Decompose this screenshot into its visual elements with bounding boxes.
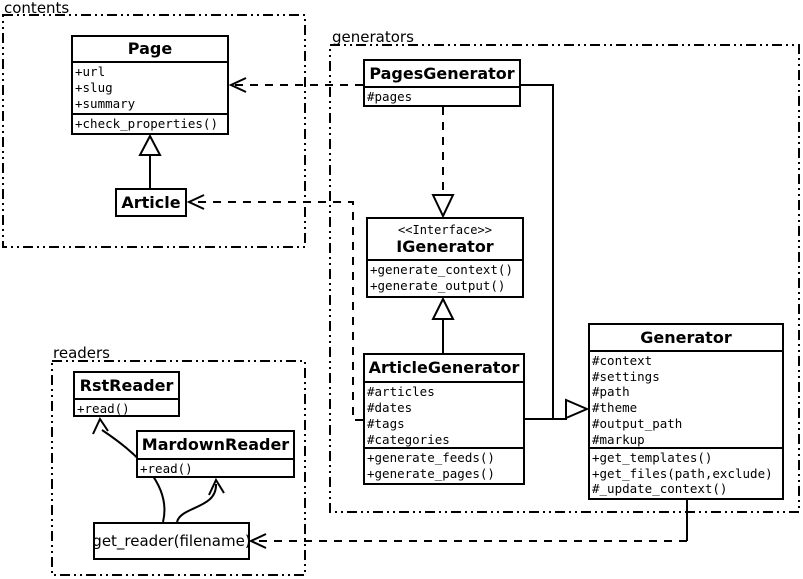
- stereotype-label: <<Interface>>: [398, 222, 492, 237]
- class-article: Article: [115, 188, 187, 217]
- attribute: #path: [592, 384, 630, 400]
- attribute: +summary: [75, 96, 136, 111]
- method: +generate_output(): [370, 278, 506, 293]
- generalization-to-generator: [521, 84, 590, 420]
- package-label-generators: generators: [332, 28, 414, 46]
- attribute: #markup: [592, 431, 645, 447]
- package-label-readers: readers: [53, 344, 110, 362]
- attribute: +url: [75, 64, 106, 79]
- class-page: Page +url +slug +summary +check_properti…: [71, 35, 229, 135]
- attribute: #categories: [367, 432, 450, 447]
- method: +get_files(path,exclude): [592, 465, 773, 481]
- attribute: #settings: [592, 368, 660, 384]
- class-article-name: Article: [121, 192, 181, 212]
- class-articlegenerator-attributes: #articles #dates #tags #categories: [365, 381, 523, 447]
- hollow-triangle-icon: [431, 194, 455, 219]
- method: #_update_context(): [592, 481, 728, 497]
- realization-pagesgenerator-igenerator: [431, 107, 455, 219]
- attribute: +slug: [75, 80, 113, 95]
- class-rstreader-name: RstReader: [79, 375, 174, 395]
- class-igenerator-methods: +generate_context() +generate_output(): [368, 259, 522, 294]
- dependency-generator-getreader: [248, 500, 688, 549]
- method: +read(): [140, 461, 193, 476]
- attribute: #dates: [367, 400, 413, 415]
- hollow-triangle-icon: [431, 296, 455, 320]
- function-get-reader-label: get_reader(filename): [92, 532, 251, 550]
- open-arrowhead-icon: [248, 533, 267, 549]
- class-articlegenerator: ArticleGenerator #articles #dates #tags …: [363, 353, 525, 485]
- method: +generate_pages(): [367, 466, 495, 481]
- class-articlegenerator-methods: +generate_feeds() +generate_pages(): [365, 447, 523, 483]
- generalization-articlegenerator-igenerator: [431, 296, 455, 353]
- class-mardownreader: MardownReader +read(): [136, 430, 295, 478]
- attribute: #theme: [592, 400, 638, 416]
- generalization-article-page: [138, 133, 162, 188]
- class-articlegenerator-name: ArticleGenerator: [368, 358, 520, 377]
- function-get-reader: get_reader(filename): [92, 522, 251, 560]
- hollow-triangle-icon: [138, 133, 162, 156]
- hollow-triangle-icon: [565, 398, 590, 420]
- class-generator-methods: +get_templates() +get_files(path,exclude…: [590, 447, 782, 498]
- method: +generate_feeds(): [367, 450, 495, 465]
- open-arrowhead-icon: [208, 477, 225, 496]
- package-border-generators: [329, 44, 800, 513]
- class-rstreader: RstReader +read(): [73, 371, 180, 417]
- attribute: #output_path: [592, 415, 683, 431]
- class-page-attributes: +url +slug +summary: [73, 61, 227, 113]
- attribute: #articles: [367, 384, 435, 399]
- class-generator: Generator #context #settings #path #them…: [588, 323, 784, 500]
- attribute: #tags: [367, 416, 405, 431]
- class-name: IGenerator: [396, 236, 494, 256]
- method: +read(): [77, 401, 130, 415]
- class-generator-attributes: #context #settings #path #theme #output_…: [590, 350, 782, 447]
- dependency-pagesgenerator-page: [228, 77, 363, 93]
- dependency-articlegenerator-article: [186, 194, 363, 421]
- class-page-methods: +check_properties(): [73, 113, 227, 133]
- class-mardownreader-methods: +read(): [138, 458, 293, 476]
- class-mardownreader-name: MardownReader: [141, 435, 290, 454]
- class-pagesgenerator: PagesGenerator #pages: [363, 59, 521, 107]
- class-generator-name: Generator: [640, 327, 732, 347]
- attribute: #context: [592, 353, 653, 368]
- class-igenerator-name: <<Interface>> IGenerator: [368, 219, 522, 259]
- class-pagesgenerator-attributes: #pages: [365, 86, 519, 105]
- method: +generate_context(): [370, 262, 513, 277]
- package-label-contents: contents: [4, 0, 70, 17]
- arrow-getreader-mardownreader: [176, 477, 225, 523]
- package-border-contents: [2, 14, 306, 248]
- open-arrowhead-icon: [186, 194, 205, 210]
- package-border-readers: [51, 360, 306, 576]
- class-igenerator: <<Interface>> IGenerator +generate_conte…: [366, 217, 524, 298]
- method: +check_properties(): [75, 116, 218, 131]
- open-arrowhead-icon: [92, 416, 109, 435]
- attribute: #pages: [367, 89, 413, 104]
- open-arrowhead-icon: [228, 77, 247, 93]
- method: +get_templates(): [592, 450, 713, 465]
- class-pagesgenerator-name: PagesGenerator: [369, 63, 515, 83]
- class-page-name: Page: [127, 39, 173, 58]
- class-rstreader-methods: +read(): [75, 398, 178, 415]
